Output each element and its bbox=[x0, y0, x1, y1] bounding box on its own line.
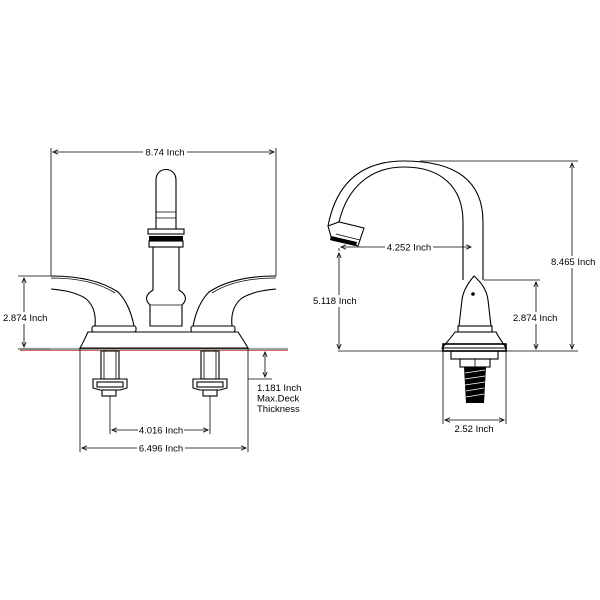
deck-thickness-text-2: Thickness bbox=[257, 404, 300, 415]
deck-thickness-text-1: Max.Deck bbox=[257, 394, 299, 405]
front-view: 8.74 Inch bbox=[3, 146, 301, 455]
base-width-label: 6.496 Inch bbox=[139, 444, 183, 455]
left-handle bbox=[50, 275, 135, 327]
side-handle bbox=[458, 275, 492, 327]
right-shank bbox=[192, 350, 228, 397]
hole-spacing-label: 4.016 Inch bbox=[139, 426, 183, 437]
front-spout bbox=[155, 168, 177, 229]
deck-thickness-value: 1.181 Inch bbox=[257, 383, 301, 394]
total-height-label: 8.465 Inch bbox=[551, 257, 595, 268]
side-base bbox=[440, 331, 507, 349]
front-handle-height-label: 2.874 Inch bbox=[3, 313, 47, 324]
front-base bbox=[79, 331, 249, 349]
spout-height-label: 5.118 Inch bbox=[313, 296, 357, 307]
side-handle-height-label: 2.874 Inch bbox=[513, 313, 557, 324]
base-depth-label: 2.52 Inch bbox=[454, 424, 493, 435]
side-spout bbox=[338, 166, 464, 280]
side-view: 4.252 Inch 8.465 Inch 5.118 Inch 2.874 I… bbox=[312, 160, 598, 435]
left-shank bbox=[92, 350, 128, 397]
right-handle bbox=[192, 275, 277, 327]
spout-reach-label: 4.252 Inch bbox=[387, 243, 431, 254]
overall-width-label: 8.74 Inch bbox=[145, 148, 184, 159]
side-threaded-shank bbox=[464, 367, 486, 403]
